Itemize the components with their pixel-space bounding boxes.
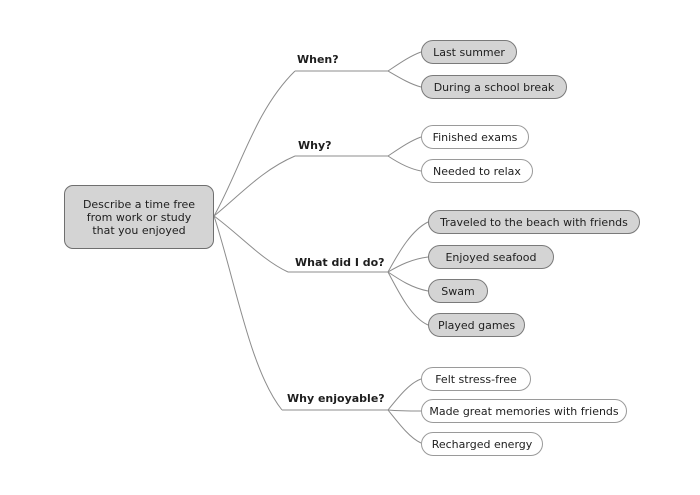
leaf-node[interactable]: Enjoyed seafood: [428, 245, 554, 269]
branch-label-what[interactable]: What did I do?: [295, 256, 385, 269]
branch-label-why-enjoyable[interactable]: Why enjoyable?: [287, 392, 385, 405]
leaf-node-label: Last summer: [433, 45, 505, 59]
connector-root-what: [213, 215, 289, 273]
connector-what-4: [387, 271, 429, 326]
leaf-node-label: Traveled to the beach with friends: [440, 215, 628, 229]
leaf-node[interactable]: Felt stress-free: [421, 367, 531, 391]
leaf-node[interactable]: Swam: [428, 279, 488, 303]
leaf-node[interactable]: Traveled to the beach with friends: [428, 210, 640, 234]
leaf-node-label: Swam: [441, 284, 475, 298]
root-topic-line-3: that you enjoyed: [92, 223, 186, 237]
leaf-node-label: Felt stress-free: [435, 372, 517, 386]
leaf-node-label: Played games: [437, 318, 516, 332]
connector-root-why: [213, 155, 296, 217]
connector-why-2: [387, 155, 422, 172]
root-topic-line-2: from work or study: [86, 210, 192, 224]
branch-label-when[interactable]: When?: [297, 53, 339, 66]
leaf-node-label: Enjoyed seafood: [445, 250, 537, 264]
leaf-node-label: During a school break: [433, 80, 555, 94]
leaf-node[interactable]: Last summer: [421, 40, 517, 64]
connector-root-enjoyable: [213, 215, 283, 411]
connector-when-1: [387, 51, 422, 72]
leaf-node[interactable]: Played games: [428, 313, 525, 337]
leaf-node-label: Made great memories with friends: [429, 404, 619, 418]
connector-root-when: [213, 70, 296, 217]
leaf-node[interactable]: Finished exams: [421, 125, 529, 149]
leaf-node[interactable]: During a school break: [421, 75, 567, 99]
leaf-node-label: Recharged energy: [431, 437, 533, 451]
connector-when-2: [387, 70, 422, 88]
connector-enjoyable-3: [387, 409, 422, 444]
root-topic-node[interactable]: Describe a time free from work or study …: [64, 185, 214, 249]
root-topic-line-1: Describe a time free: [82, 197, 196, 211]
connector-what-2: [387, 256, 429, 273]
leaf-node[interactable]: Made great memories with friends: [421, 399, 627, 423]
connector-what-1: [387, 221, 429, 273]
connector-why-1: [387, 136, 422, 157]
connector-enjoyable-2: [387, 409, 422, 412]
connector-enjoyable-1: [387, 378, 422, 411]
branch-label-why[interactable]: Why?: [298, 139, 332, 152]
leaf-node[interactable]: Recharged energy: [421, 432, 543, 456]
leaf-node-label: Needed to relax: [433, 164, 521, 178]
connector-what-3: [387, 271, 429, 292]
leaf-node-label: Finished exams: [432, 130, 518, 144]
leaf-node[interactable]: Needed to relax: [421, 159, 533, 183]
